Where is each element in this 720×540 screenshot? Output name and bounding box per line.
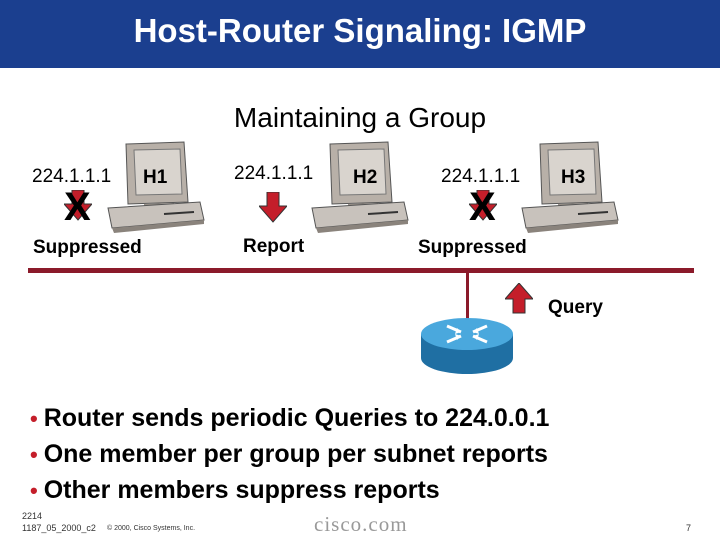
h2-computer-icon xyxy=(311,141,409,233)
h1-name: H1 xyxy=(143,167,168,188)
bullet-dot-icon: • xyxy=(30,406,38,431)
router-uplink xyxy=(466,272,469,322)
router-icon xyxy=(421,318,513,374)
diagram-subtitle: Maintaining a Group xyxy=(233,102,487,133)
h2-name: H2 xyxy=(353,167,378,188)
h3-computer-icon xyxy=(521,141,619,233)
list-item: •Router sends periodic Queries to 224.0.… xyxy=(30,404,550,432)
title-bar: Host-Router Signaling: IGMP xyxy=(0,0,720,68)
h1-status-label: Suppressed xyxy=(33,237,142,258)
h3-suppress-mark: X xyxy=(469,185,496,229)
footer-code-line2: 1187_05_2000_c2 xyxy=(22,523,96,533)
h1-suppress-mark: X xyxy=(64,185,91,229)
lan-bus xyxy=(28,268,694,273)
query-up-arrow-icon xyxy=(505,283,533,314)
slide-title: Host-Router Signaling: IGMP xyxy=(133,12,587,49)
footer-copyright: © 2000, Cisco Systems, Inc. xyxy=(107,525,196,532)
h3-group-label: 224.1.1.1 xyxy=(441,166,521,187)
h1-computer-icon xyxy=(107,141,205,233)
page-number: 7 xyxy=(686,523,692,533)
list-item: •Other members suppress reports xyxy=(30,476,440,504)
cisco-logo: cisco.com xyxy=(314,512,408,536)
list-item: •One member per group per subnet reports xyxy=(30,440,548,468)
h3-status-label: Suppressed xyxy=(418,237,527,258)
h2-group-label: 224.1.1.1 xyxy=(234,163,314,184)
bullet-list: •Router sends periodic Queries to 224.0.… xyxy=(30,400,710,508)
h1-down-arrow-icon xyxy=(64,190,92,221)
bullet-dot-icon: • xyxy=(30,442,38,467)
h1-group-label: 224.1.1.1 xyxy=(32,166,112,187)
h2-down-arrow-icon xyxy=(259,192,287,223)
bullet-dot-icon: • xyxy=(30,478,38,503)
footer-code-line1: 2214 xyxy=(22,511,43,521)
query-label: Query xyxy=(548,297,603,318)
h3-down-arrow-icon xyxy=(469,190,497,221)
h2-status-label: Report xyxy=(243,236,305,257)
h3-name: H3 xyxy=(561,167,586,188)
